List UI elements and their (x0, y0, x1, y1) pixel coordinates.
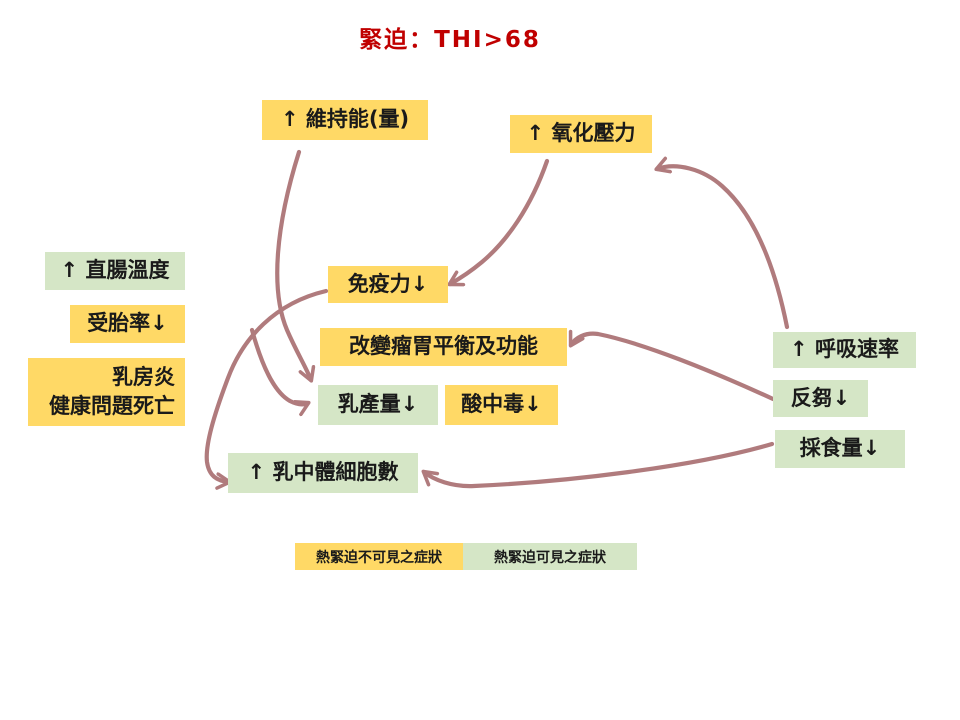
node-immunity: 免疫力↓ (328, 266, 448, 303)
arrow-oxidative-stress-to-immunity (447, 158, 550, 287)
node-milk-yield: 乳產量↓ (318, 385, 438, 425)
node-feed-intake: 採食量↓ (775, 430, 905, 468)
node-maintenance-energy: ↑ 維持能(量) (262, 100, 428, 140)
node-rumen-balance: 改變瘤胃平衡及功能 (320, 328, 567, 366)
node-respiration-rate: ↑ 呼吸速率 (773, 332, 916, 368)
arrow-feed-intake-to-somatic-cell-count (421, 441, 775, 489)
node-mastitis: 乳房炎 健康問題死亡 (28, 358, 185, 426)
node-somatic-cell-count: ↑ 乳中體細胞數 (228, 453, 418, 493)
node-acidosis: 酸中毒↓ (445, 385, 558, 425)
arrow-rumination-to-rumen-balance (568, 329, 776, 402)
diagram-title: 緊迫：THI>68 (359, 27, 541, 53)
node-rumination: 反芻↓ (773, 380, 868, 417)
node-rectal-temperature: ↑ 直腸溫度 (45, 252, 185, 290)
legend-visible-symptoms: 熱緊迫可見之症狀 (463, 543, 637, 570)
node-oxidative-stress: ↑ 氧化壓力 (510, 115, 652, 153)
arrow-respiration-rate-to-oxidative-stress (654, 156, 790, 330)
arrow-immunity-to-milk-yield (249, 327, 311, 417)
arrow-maintenance-energy-to-milk-yield (275, 149, 316, 383)
node-conception-rate: 受胎率↓ (70, 305, 185, 343)
legend-invisible-symptoms: 熱緊迫不可見之症狀 (295, 543, 463, 570)
